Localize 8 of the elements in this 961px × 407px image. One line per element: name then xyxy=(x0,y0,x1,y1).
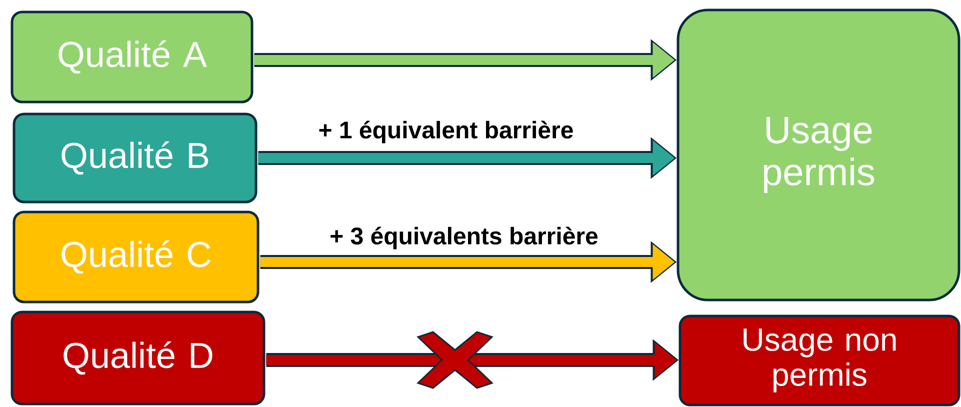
outcome-box: Usage non permis xyxy=(678,314,960,406)
outcome-box: Usage permis xyxy=(676,8,960,302)
quality-box: Qualité D xyxy=(10,310,266,406)
edge-label: + 3 équivalents barrière xyxy=(330,226,598,250)
quality-box: Qualité A xyxy=(10,10,254,104)
edge-label: + 1 équivalent barrière xyxy=(319,120,573,144)
quality-box: Qualité C xyxy=(12,210,260,304)
quality-box: Qualité B xyxy=(12,112,258,204)
